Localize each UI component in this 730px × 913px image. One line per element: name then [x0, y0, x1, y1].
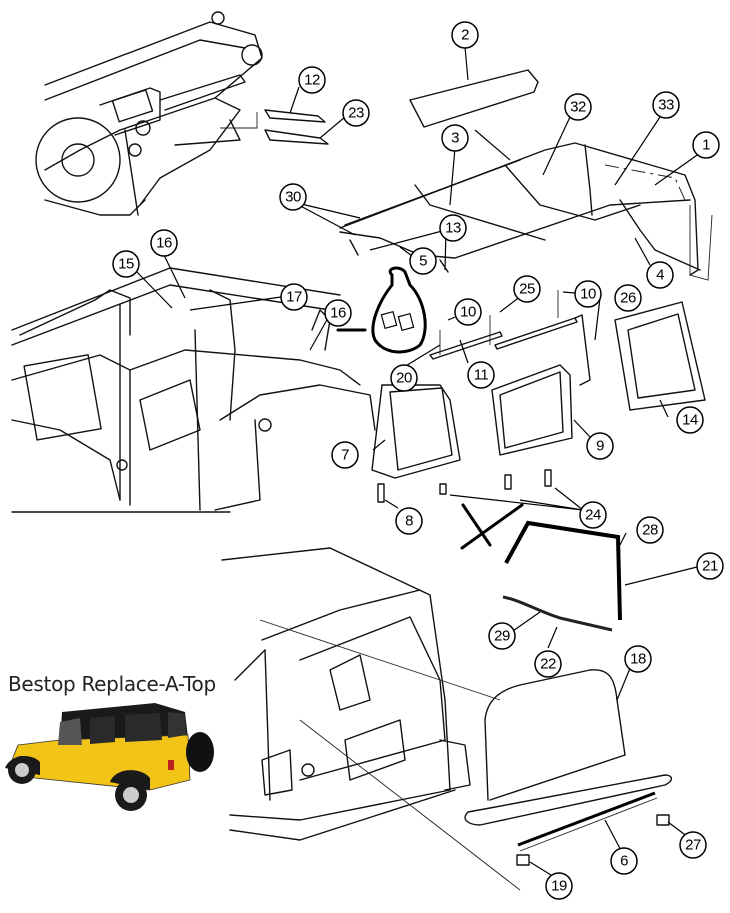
callout-1[interactable]: 1 — [692, 131, 720, 159]
svg-text:16: 16 — [330, 305, 346, 322]
svg-text:28: 28 — [642, 522, 658, 539]
svg-text:33: 33 — [658, 97, 674, 114]
callout-7[interactable]: 7 — [331, 441, 359, 469]
callout-23[interactable]: 23 — [342, 99, 370, 127]
svg-text:4: 4 — [656, 267, 664, 284]
callout-10-right[interactable]: 10 — [574, 280, 602, 308]
tailgate-bar-6 — [516, 791, 670, 866]
svg-text:21: 21 — [702, 558, 718, 575]
separator-line — [460, 503, 524, 550]
callout-26[interactable]: 26 — [614, 284, 642, 312]
hardware-bag — [371, 266, 427, 354]
svg-text:24: 24 — [585, 507, 601, 524]
callout-16-right[interactable]: 16 — [324, 299, 352, 327]
callout-5[interactable]: 5 — [409, 247, 437, 275]
callout-19[interactable]: 19 — [545, 872, 573, 900]
grab-handle-12 — [220, 109, 329, 145]
svg-text:11: 11 — [474, 367, 489, 384]
callout-6[interactable]: 6 — [610, 847, 638, 875]
svg-text:10: 10 — [460, 304, 476, 321]
svg-text:13: 13 — [445, 220, 461, 237]
door-seal-28 — [504, 520, 622, 621]
svg-text:22: 22 — [540, 656, 556, 673]
promo-title: Bestop Replace-A-Top — [8, 672, 216, 696]
svg-text:19: 19 — [551, 878, 567, 895]
callout-13[interactable]: 13 — [439, 214, 467, 242]
side-window-7 — [371, 384, 461, 479]
svg-text:14: 14 — [682, 412, 698, 429]
rear-vehicle-illustration — [221, 547, 521, 891]
svg-text:10: 10 — [580, 286, 596, 303]
svg-text:29: 29 — [494, 628, 510, 645]
callout-24[interactable]: 24 — [579, 501, 607, 529]
retainer-rails — [429, 290, 578, 360]
svg-text:3: 3 — [451, 130, 459, 147]
callout-2[interactable]: 2 — [451, 21, 479, 49]
soft-top-frame — [339, 142, 713, 281]
callout-30[interactable]: 30 — [279, 183, 307, 211]
callout-11[interactable]: 11 — [467, 361, 495, 389]
fasteners — [377, 469, 552, 503]
svg-text:9: 9 — [596, 438, 604, 455]
svg-text:12: 12 — [304, 72, 320, 89]
callout-21[interactable]: 21 — [696, 552, 724, 580]
svg-text:18: 18 — [630, 651, 646, 668]
svg-text:5: 5 — [419, 253, 427, 270]
callout-16-top[interactable]: 16 — [150, 229, 178, 257]
callout-28[interactable]: 28 — [636, 516, 664, 544]
callout-17[interactable]: 17 — [280, 283, 308, 311]
callout-32[interactable]: 32 — [564, 93, 592, 121]
svg-text:27: 27 — [685, 837, 701, 854]
svg-text:25: 25 — [519, 281, 535, 298]
svg-text:2: 2 — [461, 27, 469, 44]
callout-25[interactable]: 25 — [513, 275, 541, 303]
callout-3[interactable]: 3 — [441, 124, 469, 152]
callout-20[interactable]: 20 — [390, 364, 418, 392]
callout-27[interactable]: 27 — [679, 831, 707, 859]
svg-text:7: 7 — [341, 447, 349, 464]
tailgate-bar-18 — [464, 669, 673, 826]
svg-text:1: 1 — [702, 137, 710, 154]
svg-text:20: 20 — [396, 370, 412, 387]
svg-text:6: 6 — [620, 853, 628, 870]
vehicle-body-frame — [11, 267, 376, 513]
callout-18[interactable]: 18 — [624, 645, 652, 673]
callout-15[interactable]: 15 — [112, 250, 140, 278]
svg-text:15: 15 — [118, 256, 134, 273]
door-seal-29 — [502, 595, 613, 632]
top-header-cover — [409, 69, 539, 128]
callout-10-left[interactable]: 10 — [454, 298, 482, 326]
callout-14[interactable]: 14 — [676, 406, 704, 434]
callout-8[interactable]: 8 — [395, 507, 423, 535]
svg-text:8: 8 — [405, 513, 413, 530]
leader-lines — [134, 46, 701, 881]
callout-29[interactable]: 29 — [488, 622, 516, 650]
callout-12[interactable]: 12 — [298, 66, 326, 94]
callout-22[interactable]: 22 — [534, 650, 562, 678]
svg-text:17: 17 — [286, 289, 302, 306]
svg-text:26: 26 — [620, 290, 636, 307]
callout-4[interactable]: 4 — [646, 261, 674, 289]
svg-text:16: 16 — [156, 235, 172, 252]
svg-text:23: 23 — [348, 105, 364, 122]
separator-line — [461, 503, 492, 547]
callout-9[interactable]: 9 — [586, 432, 614, 460]
side-window-9 — [491, 314, 591, 456]
svg-text:32: 32 — [570, 99, 586, 116]
svg-text:30: 30 — [285, 189, 301, 206]
rear-quarter-window-14 — [614, 301, 706, 411]
callout-33[interactable]: 33 — [652, 91, 680, 119]
dashboard-illustration — [35, 11, 263, 216]
bestop-vehicle-image[interactable] — [5, 703, 214, 811]
